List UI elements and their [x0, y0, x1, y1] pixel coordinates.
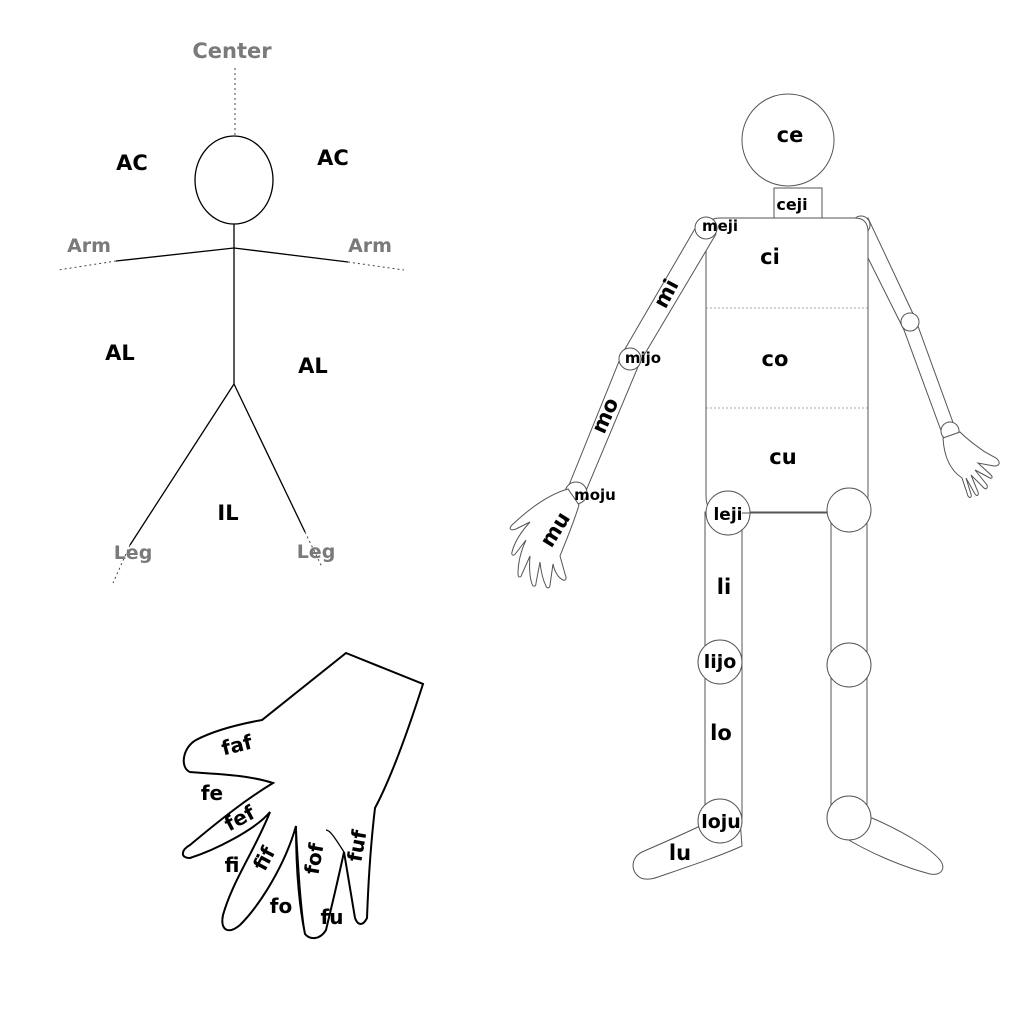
right-ankle-joint	[826, 795, 872, 841]
al-left-label: AL	[105, 341, 135, 365]
mijo-label: mijo	[625, 349, 661, 367]
lo-label: lo	[710, 721, 732, 745]
finger-divider-2	[325, 829, 345, 853]
moju-label: moju	[574, 486, 616, 504]
stick-leg-right-ext	[304, 531, 323, 568]
lu-label: lu	[669, 841, 691, 865]
stick-leg-left	[129, 383, 235, 546]
lijo-label: lijo	[704, 651, 737, 673]
meji-label: meji	[702, 217, 738, 235]
stick-head	[194, 135, 274, 225]
right-hand-shape	[942, 431, 1000, 498]
left-arm	[509, 216, 718, 589]
right-elbow-joint	[900, 312, 920, 332]
left-leg	[632, 490, 751, 880]
right-knee-joint	[826, 642, 872, 688]
arm-left-label: Arm	[67, 235, 111, 257]
left-elbow-joint	[618, 347, 642, 371]
ceji-label: ceji	[776, 195, 807, 214]
right-leg	[742, 487, 944, 875]
il-label: IL	[217, 501, 238, 525]
left-shoulder-joint	[694, 216, 718, 240]
body-figure: ce ceji meji ci co cu mi mijo mo moju mu…	[509, 93, 1000, 880]
stick-figure: Center AC AC Arm Arm AL AL IL Leg Leg	[57, 39, 405, 584]
fof-label: fof	[299, 841, 328, 876]
leg-left-label: Leg	[114, 542, 153, 564]
stick-arm-left	[115, 247, 235, 262]
cu-label: cu	[769, 445, 796, 469]
fi-label: fi	[225, 853, 240, 877]
leji-label: leji	[713, 505, 742, 525]
co-label: co	[762, 347, 789, 371]
right-arm	[851, 215, 1000, 498]
hand-outline	[181, 651, 425, 940]
fuf-label: fuf	[342, 828, 371, 864]
neck	[773, 187, 823, 219]
finger-divider-1	[295, 825, 306, 935]
leg-right-label: Leg	[297, 541, 336, 563]
ci-label: ci	[760, 245, 780, 269]
stick-arm-right	[233, 247, 349, 263]
arm-right-label: Arm	[348, 235, 392, 257]
stick-arm-left-ext	[57, 260, 117, 271]
right-foot	[841, 817, 944, 875]
ce-label: ce	[777, 123, 804, 147]
fu-label: fu	[321, 905, 344, 929]
stick-leg-right	[233, 383, 306, 533]
stick-arm-right-ext	[347, 261, 405, 271]
left-hand-shape	[509, 488, 580, 589]
center-label: Center	[192, 39, 272, 63]
ac-right-label: AC	[317, 146, 349, 170]
head	[741, 93, 835, 187]
stick-leg-left-ext	[112, 544, 131, 584]
al-right-label: AL	[298, 354, 328, 378]
right-hip-joint	[826, 487, 872, 533]
hand-figure: faf fe fef fi fif fo fof fu fuf	[181, 651, 425, 940]
loju-label: loju	[701, 811, 741, 833]
fo-label: fo	[270, 894, 292, 918]
left-knee-joint	[697, 639, 743, 685]
ac-left-label: AC	[116, 151, 148, 175]
li-label: li	[717, 575, 731, 599]
left-ankle-joint	[697, 798, 743, 844]
fe-label: fe	[201, 781, 223, 805]
